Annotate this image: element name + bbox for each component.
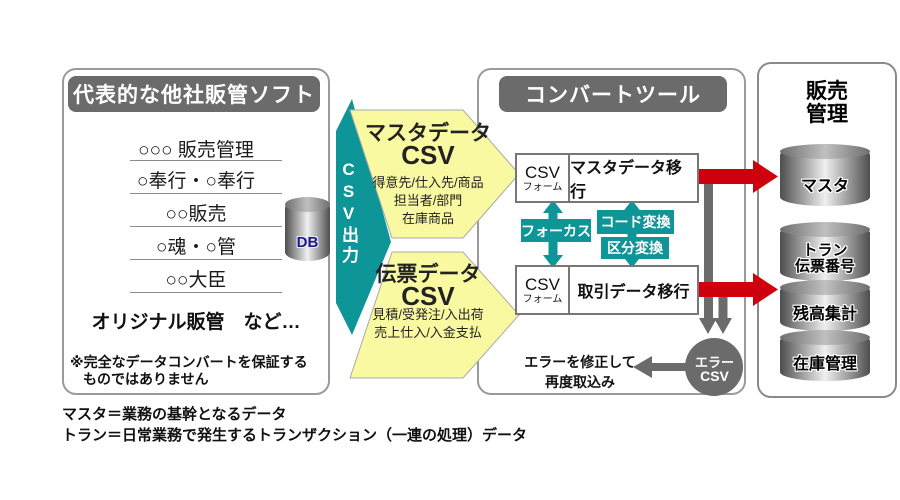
- convert-tool-header: コンバートツール: [499, 76, 727, 112]
- transaction-migration-box: CSV フォーム 取引データ移行: [515, 265, 699, 315]
- footnote-master: マスタ＝業務の基幹となるデータ: [62, 406, 287, 423]
- error-note-line-2: 再度取込み: [545, 374, 615, 390]
- software-item-5: ○○大臣: [165, 270, 227, 291]
- balance-db-cylinder: 残高集計: [780, 280, 870, 331]
- master-arrow-detail-2: 担当者/部門: [393, 193, 463, 208]
- slip-arrow-csv: CSV: [401, 281, 455, 311]
- slip-arrow-detail-2: 売上仕入/入金支払: [374, 325, 482, 340]
- master-arrow-title: マスタデータ: [365, 122, 491, 145]
- master-arrow-detail-3: 在庫商品: [401, 211, 454, 226]
- csv-form-cell-transaction: CSV フォーム: [517, 267, 570, 313]
- other-software-header: 代表的な他社販管ソフト: [68, 76, 320, 112]
- list-divider: [130, 226, 282, 227]
- software-item-4: ○魂・○管: [156, 237, 236, 258]
- csv-form-line2: フォーム: [522, 293, 563, 305]
- master-migration-box: CSV フォーム マスタデータ移行: [515, 153, 699, 203]
- inventory-db-label: 在庫管理: [792, 356, 857, 373]
- software-item-3: ○○販売: [165, 204, 227, 225]
- software-item-1: ○○○ 販売管理: [138, 140, 254, 161]
- slip-arrow-detail-1: 見積/受発注/入出荷: [372, 307, 484, 322]
- transaction-db-label-line1: トラン: [802, 242, 848, 259]
- sales-management-title-line2: 管理: [806, 103, 848, 126]
- kubun-convert-tag: 区分変換: [601, 237, 669, 259]
- db-cylinder-icon: DB: [285, 197, 330, 261]
- master-arrow-csv: CSV: [401, 140, 455, 170]
- slip-arrow-title: 伝票データ: [375, 263, 481, 286]
- master-arrow-detail-1: 得意先/仕入先/商品: [372, 175, 484, 190]
- error-csv-label-line-1: エラー: [694, 355, 734, 370]
- transaction-db-label-line2: 伝票番号: [794, 258, 855, 275]
- transaction-db-cylinder: トラン 伝票番号: [780, 222, 870, 281]
- list-divider: [130, 292, 282, 293]
- sales-management-title: 販売 管理: [757, 80, 897, 126]
- inventory-db-cylinder: 在庫管理: [780, 330, 870, 381]
- csv-output-label: CSV出力: [339, 160, 358, 266]
- transaction-migration-label: 取引データ移行: [577, 284, 690, 301]
- error-csv-label-line-2: CSV: [700, 368, 729, 384]
- code-convert-tag: コード変換: [597, 210, 674, 234]
- software-item-2: ○奉行・○奉行: [137, 171, 255, 192]
- sales-management-title-line1: 販売: [806, 80, 848, 103]
- footnote-transaction: トラン＝日常業務で発生するトランザクション（一連の処理）データ: [62, 427, 528, 444]
- csv-form-line2: フォーム: [522, 181, 563, 193]
- list-divider: [130, 193, 282, 194]
- master-db-label: マスタ: [800, 178, 849, 195]
- focus-tag: フォーカス: [521, 219, 591, 242]
- error-note-line-1: エラーを修正して: [524, 354, 636, 370]
- db-label: DB: [296, 234, 319, 251]
- balance-db-label: 残高集計: [792, 306, 857, 323]
- list-divider: [130, 259, 282, 260]
- disclaimer-line-2: ものではありません: [83, 371, 209, 387]
- master-migration-label: マスタデータ移行: [570, 160, 683, 201]
- csv-form-line1: CSV: [525, 162, 560, 182]
- csv-form-line1: CSV: [525, 274, 560, 294]
- disclaimer-line-1: ※完全なデータコンバートを保証する: [70, 354, 308, 370]
- csv-form-cell-master: CSV フォーム: [517, 155, 570, 201]
- list-divider: [130, 160, 282, 161]
- master-db-cylinder: マスタ: [780, 144, 870, 206]
- software-item-original: オリジナル販管 など…: [91, 312, 301, 333]
